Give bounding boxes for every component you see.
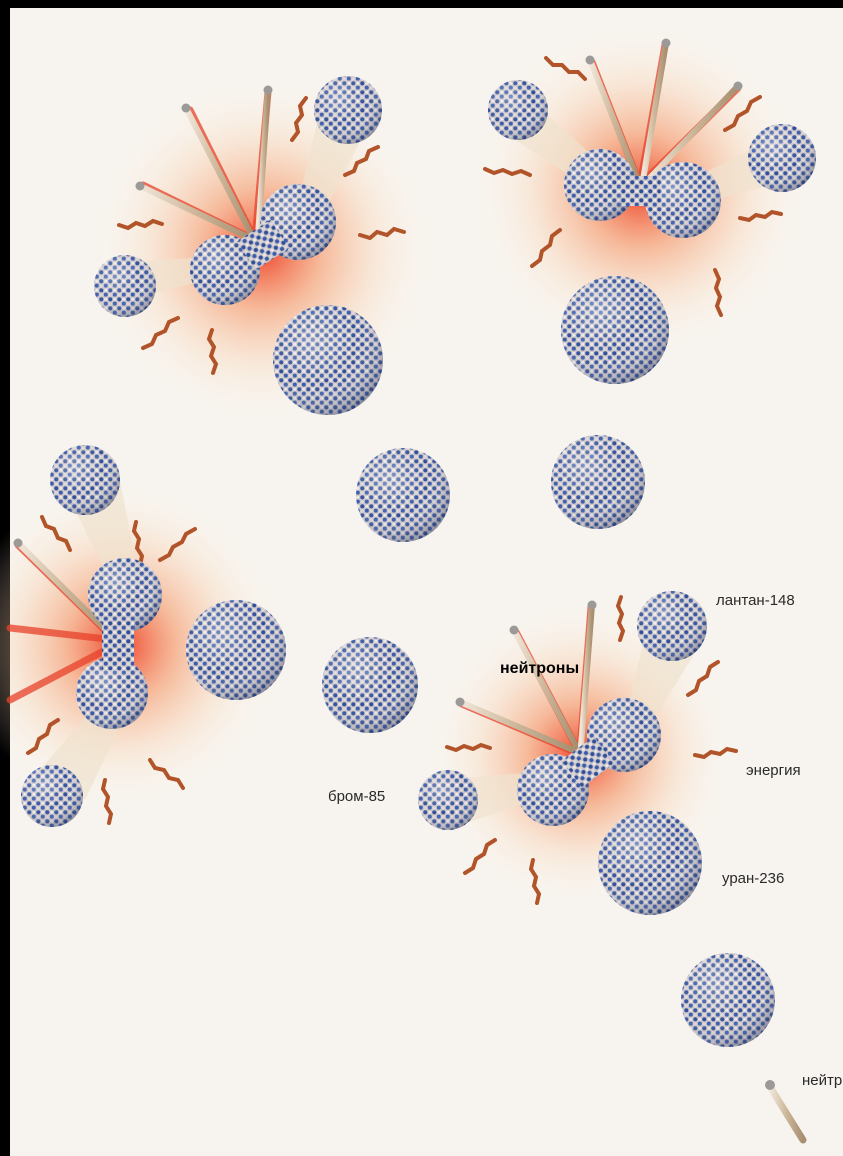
uranium-nucleus bbox=[273, 305, 383, 415]
label-bromine: бром-85 bbox=[328, 788, 385, 805]
fragment-nucleus bbox=[94, 255, 156, 317]
fission-event-4 bbox=[418, 591, 736, 915]
uranium-nucleus bbox=[561, 276, 669, 384]
bromine-nucleus bbox=[418, 770, 478, 830]
target-nucleus bbox=[681, 953, 775, 1047]
uranium-nucleus bbox=[186, 600, 286, 700]
uranium-236-nucleus bbox=[598, 811, 702, 915]
label-neutron-cut: нейтр bbox=[802, 1072, 842, 1089]
fragment-nucleus bbox=[314, 76, 382, 144]
fission-event-2 bbox=[475, 25, 816, 384]
label-neutrons: нейтроны bbox=[500, 660, 579, 678]
label-lanthanum: лантан-148 bbox=[716, 592, 795, 609]
incoming-neutron bbox=[765, 1080, 803, 1140]
fission-event-3 bbox=[0, 445, 286, 827]
fragment-nucleus bbox=[50, 445, 120, 515]
fragment-nucleus bbox=[488, 80, 548, 140]
label-uranium: уран-236 bbox=[722, 870, 784, 887]
fragment-nucleus bbox=[748, 124, 816, 192]
fragment-nucleus bbox=[21, 765, 83, 827]
lanthanum-nucleus bbox=[637, 591, 707, 661]
uranium-nucleus bbox=[356, 448, 450, 542]
label-energy: энергия bbox=[746, 762, 801, 779]
uranium-nucleus bbox=[322, 637, 418, 733]
fission-event-1 bbox=[92, 76, 432, 420]
uranium-nucleus bbox=[551, 435, 645, 529]
